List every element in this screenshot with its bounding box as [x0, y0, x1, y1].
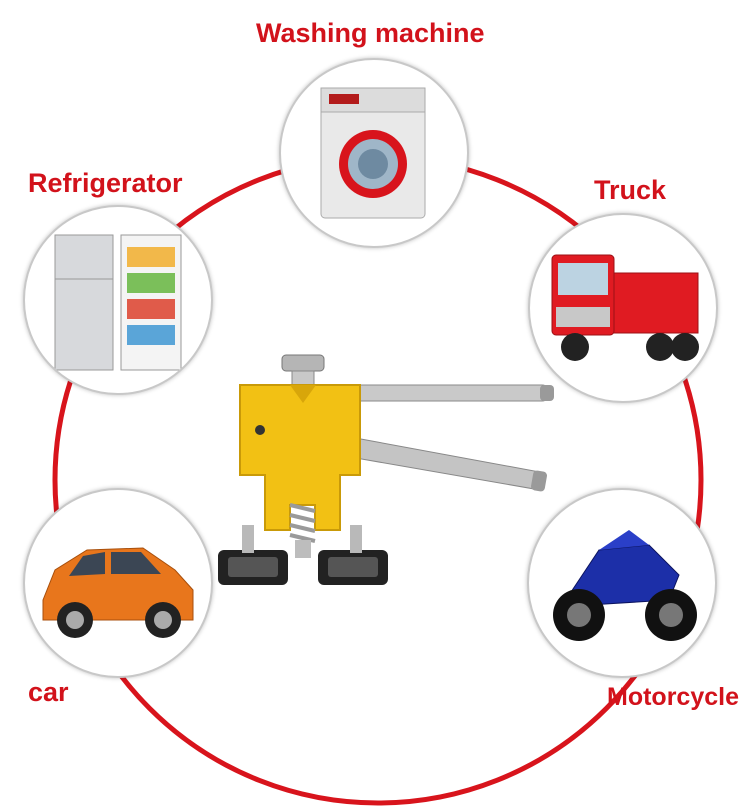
washing-machine-image [279, 58, 469, 248]
truck-image [528, 213, 718, 403]
car-label: car [28, 677, 69, 707]
washing-machine-label: Washing machine [256, 18, 485, 48]
car-image [23, 488, 213, 678]
motorcycle-label: Motorcycle [607, 683, 739, 711]
refrigerator-label: Refrigerator [28, 168, 183, 198]
dent-puller-tool [218, 354, 554, 585]
motorcycle-image [527, 488, 717, 678]
truck-label: Truck [594, 175, 667, 205]
refrigerator-image [23, 205, 213, 395]
